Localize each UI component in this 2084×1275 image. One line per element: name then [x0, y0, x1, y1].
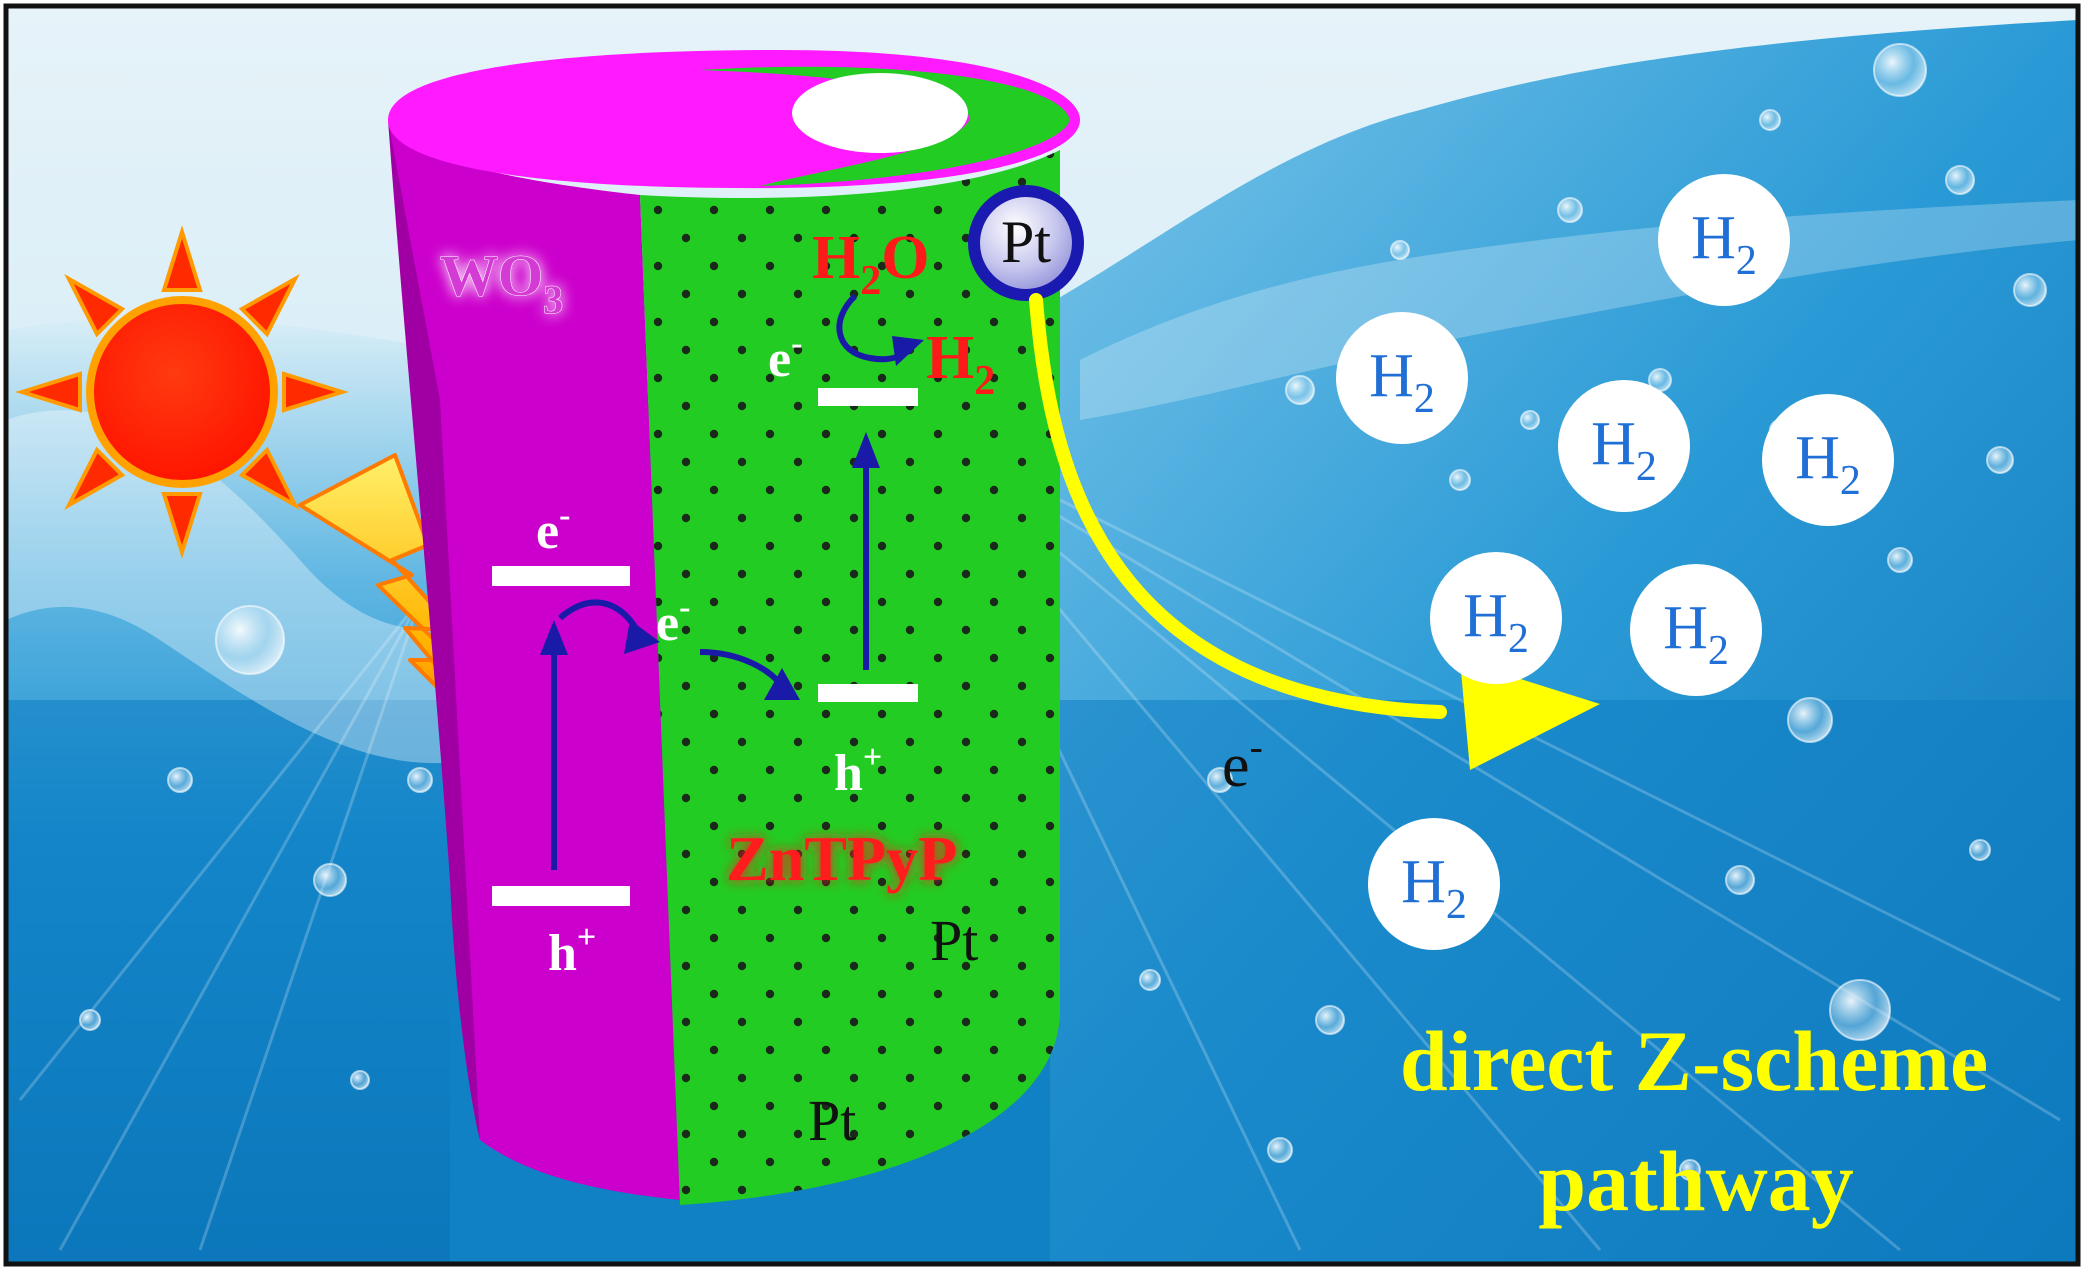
figure-border [3, 3, 2081, 1267]
electron-transfer-arrows [558, 599, 800, 700]
h2-product-label: H2 [926, 324, 995, 404]
wo3-label: WO3 [440, 243, 563, 322]
zntpyp-label: ZnTPyP [726, 823, 957, 894]
transfer-electron-label: e- [656, 589, 690, 652]
zntpyp-excitation-arrow [852, 432, 880, 670]
wo3-sub: 3 [543, 277, 563, 322]
svg-text:H2: H2 [1795, 424, 1861, 504]
svg-text:H2: H2 [1591, 410, 1657, 490]
h2-bubbles: H2 H2 H2 H2 H2 H2 H2 [1336, 174, 1894, 950]
svg-text:H2: H2 [1663, 594, 1729, 674]
svg-text:H2: H2 [1401, 848, 1467, 928]
wo3-band-levels [492, 566, 630, 906]
h2-bubble: H2 [1430, 552, 1562, 684]
pathway-line-1: direct Z-scheme [1400, 1013, 1988, 1109]
zntpyp-hole-label: h+ [834, 739, 882, 802]
h2-bubble: H2 [1762, 394, 1894, 526]
svg-text:H2: H2 [1691, 204, 1757, 284]
wo3-base: WO [440, 243, 543, 308]
h2-bubble: H2 [1630, 564, 1762, 696]
h2-bubble: H2 [1336, 312, 1468, 444]
sun-icon [15, 225, 349, 559]
h2-bubble: H2 [1368, 818, 1500, 950]
zntpyp-homo [818, 684, 918, 702]
yellow-arrow-electron-label: e- [1222, 724, 1263, 800]
wo3-valence-band [492, 886, 630, 906]
h2-bubble: H2 [1658, 174, 1790, 306]
pt-circle-label: Pt [1001, 209, 1051, 275]
pt-nanoparticle: Pt [968, 185, 1084, 301]
wo3-hole-label: h+ [548, 919, 596, 982]
svg-text:H2: H2 [1369, 342, 1435, 422]
h2-bubble: H2 [1558, 380, 1690, 512]
cylinder-wo3-zntpyp [388, 50, 1080, 1205]
yellow-electron-arrow [1029, 293, 1600, 770]
zntpyp-electron-label: e- [768, 325, 802, 388]
pt-label-1: Pt [930, 908, 978, 973]
zntpyp-lumo [818, 388, 918, 406]
pt-label-2: Pt [808, 1088, 856, 1153]
zntpyp-band-levels [818, 388, 918, 702]
pathway-caption: direct Z-scheme pathway [1400, 1013, 1988, 1229]
wo3-label-fill: WO3 [440, 243, 563, 322]
h2o-reduction-arrow [836, 293, 924, 366]
wo3-excitation-arrow [540, 620, 568, 870]
wo3-electron-label: e- [536, 497, 570, 560]
wo3-conduction-band [492, 566, 630, 586]
h2o-label: H2O [812, 224, 929, 304]
pathway-line-2: pathway [1538, 1133, 1853, 1229]
svg-text:H2: H2 [1463, 582, 1529, 662]
